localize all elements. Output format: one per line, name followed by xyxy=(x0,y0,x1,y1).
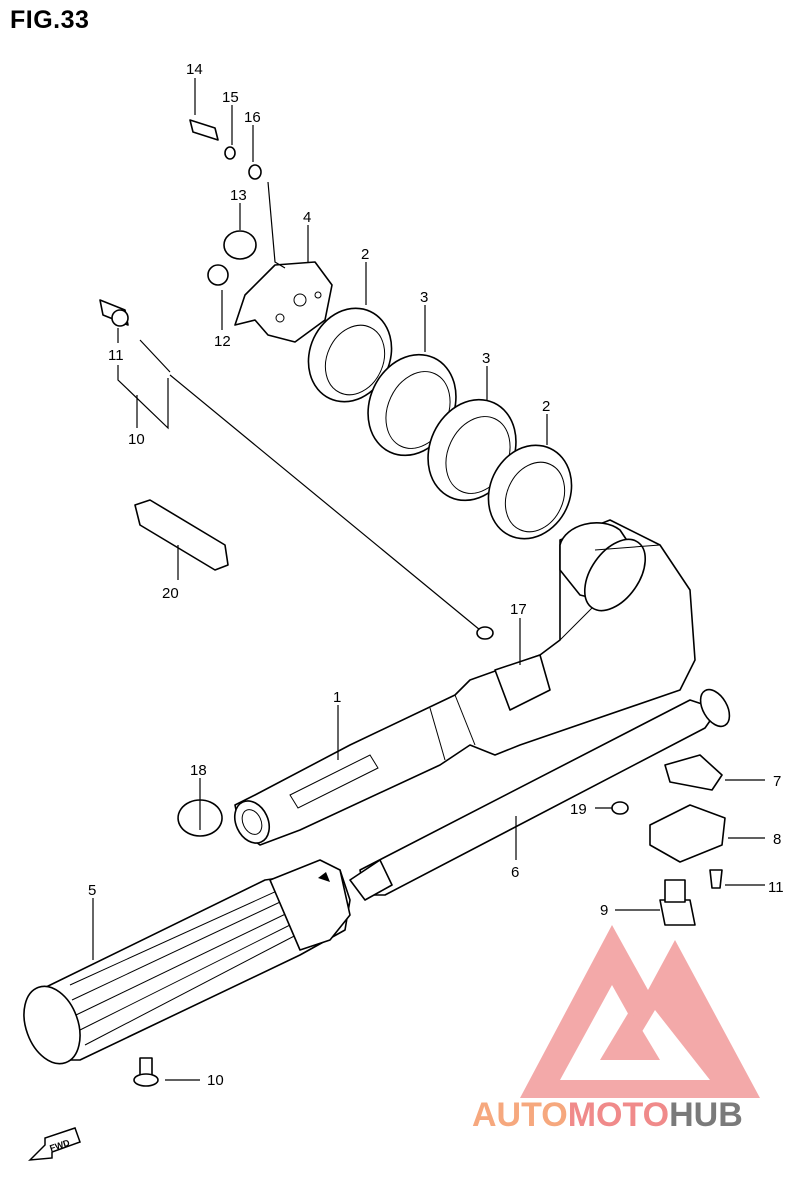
watermark-word-auto: AUTO xyxy=(472,1096,568,1134)
part-number-13: 11 xyxy=(108,347,124,364)
part-number-8: 8 xyxy=(773,831,781,848)
small-hardware xyxy=(99,119,726,1087)
bushing-rings xyxy=(307,307,573,540)
watermark-word-hub: HUB xyxy=(669,1096,743,1134)
watermark-text: AUTOMOTOHUB xyxy=(472,1096,743,1134)
part-number-4: 4 xyxy=(303,209,311,226)
part-number-7: 7 xyxy=(773,773,781,790)
part-number-1: 1 xyxy=(333,689,341,706)
throttle-rod xyxy=(349,688,731,901)
watermark-word-moto: MOTO xyxy=(568,1096,669,1134)
part-number-6: 6 xyxy=(511,864,519,881)
part-number-20: 18 xyxy=(190,762,207,779)
part-number-16: 14 xyxy=(186,61,203,78)
steering-handle-body xyxy=(233,519,696,846)
part-number-17: 15 xyxy=(222,89,239,106)
forward-arrow-icon: FWD xyxy=(28,1127,81,1161)
part-number-18: 16 xyxy=(244,109,261,126)
part-number-5: 5 xyxy=(88,882,96,899)
twist-grip xyxy=(23,859,351,1065)
leader-lines xyxy=(92,78,765,1081)
part-number-22: 20 xyxy=(162,585,179,602)
part-number-21: 19 xyxy=(570,801,587,818)
part-number-2b: 2 xyxy=(542,398,550,415)
friction-plate xyxy=(234,261,333,343)
part-number-3a: 3 xyxy=(420,289,428,306)
part-number-3b: 3 xyxy=(482,350,490,367)
figure-title: FIG.33 xyxy=(10,6,90,34)
part-number-9: 9 xyxy=(600,902,608,919)
part-number-15: 13 xyxy=(230,187,247,204)
part-number-2a: 2 xyxy=(361,246,369,263)
part-number-14: 12 xyxy=(214,333,231,350)
part-number-12: 10 xyxy=(128,431,145,448)
part-number-19: 17 xyxy=(510,601,527,618)
part-number-11: 11 xyxy=(768,879,784,896)
part-number-10: 10 xyxy=(207,1072,224,1089)
watermark-logo-icon xyxy=(520,925,760,1098)
